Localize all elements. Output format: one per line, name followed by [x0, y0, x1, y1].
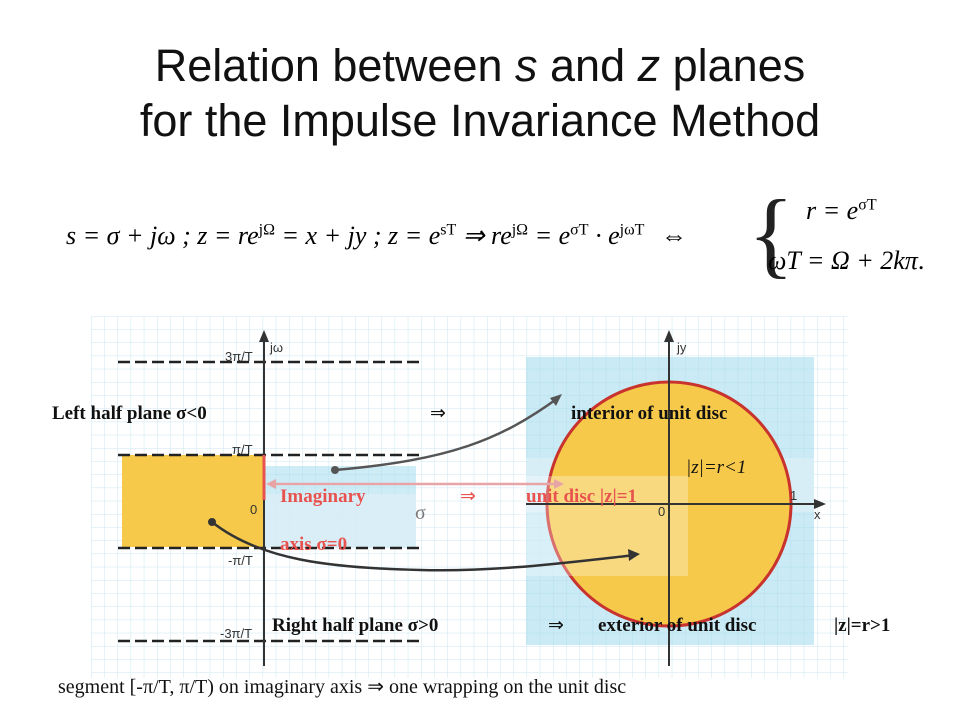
label-unit-disc: unit disc |z|=1: [526, 486, 638, 507]
label-left-half-plane: Left half plane σ<0: [52, 403, 207, 424]
label-axis-sigma: axis σ=0: [280, 534, 348, 555]
s-tick-pi: π/T: [232, 442, 253, 457]
label-implies-2: ⇒: [460, 486, 476, 507]
title-line-2: for the Impulse Invariance Method: [139, 95, 821, 146]
s-plane-right-strip-pale: [264, 494, 416, 548]
label-r-less-than-1: |z|=r<1: [686, 457, 747, 478]
s-plane-origin: 0: [250, 502, 257, 517]
z-plane-axis-y-label: jy: [676, 340, 687, 355]
label-imaginary: Imaginary: [280, 486, 366, 507]
s-tick-3pi: 3π/T: [225, 349, 253, 364]
arrow-right-half-to-exterior: [211, 521, 637, 572]
label-r-greater-than-1: |z|=r>1: [834, 615, 891, 636]
label-implies-3: ⇒: [548, 615, 564, 636]
z-plane-axis-arrow-x: [814, 499, 826, 509]
z-plane-axis-x-label: x: [814, 507, 821, 522]
label-exterior: exterior of unit disc: [598, 615, 757, 636]
z-plane-origin: 0: [658, 504, 665, 519]
s-plane-left-strip: [122, 455, 264, 547]
footnote: segment [-π/T, π/T) on imaginary axis ⇒ …: [58, 676, 627, 698]
z-plane-unit-tick: 1: [790, 488, 797, 503]
arrow-left-half-to-interior: [334, 396, 559, 472]
s-tick-minus-pi: -π/T: [228, 553, 253, 568]
title-line-1: Relation between s and z planes: [154, 40, 806, 91]
label-interior: interior of unit disc: [571, 403, 728, 424]
label-implies-1: ⇒: [430, 403, 446, 424]
arrow-right-half-head: [628, 549, 640, 561]
arrow-imaginary-head-right: [554, 479, 564, 489]
s-tick-minus-3pi: -3π/T: [220, 626, 252, 641]
arrow-imaginary-head-left: [266, 479, 276, 489]
s-plane-axis-y-label: jω: [269, 340, 283, 355]
page-title: Relation between s and z planes for the …: [0, 38, 960, 148]
arrow-left-half-head: [550, 394, 562, 406]
z-plane-axis-arrow-y: [664, 330, 674, 342]
label-right-half-plane: Right half plane σ>0: [272, 615, 439, 636]
formula-brace: {: [748, 180, 795, 287]
s-plane-axis-x-label: σ: [415, 502, 426, 524]
formula-case-2: ωT = Ω + 2kπ.: [768, 246, 925, 275]
mapping-formula: s = σ + jω ; z = rejΩ = x + jy ; z = esT…: [0, 186, 960, 290]
arrow-left-half-dot: [331, 466, 339, 474]
arrow-right-half-dot: [208, 518, 216, 526]
s-plane-axis-arrow: [259, 330, 269, 342]
formula-case-1: r = eσT: [806, 196, 877, 225]
formula-main: s = σ + jω ; z = rejΩ = x + jy ; z = esT…: [66, 221, 687, 250]
